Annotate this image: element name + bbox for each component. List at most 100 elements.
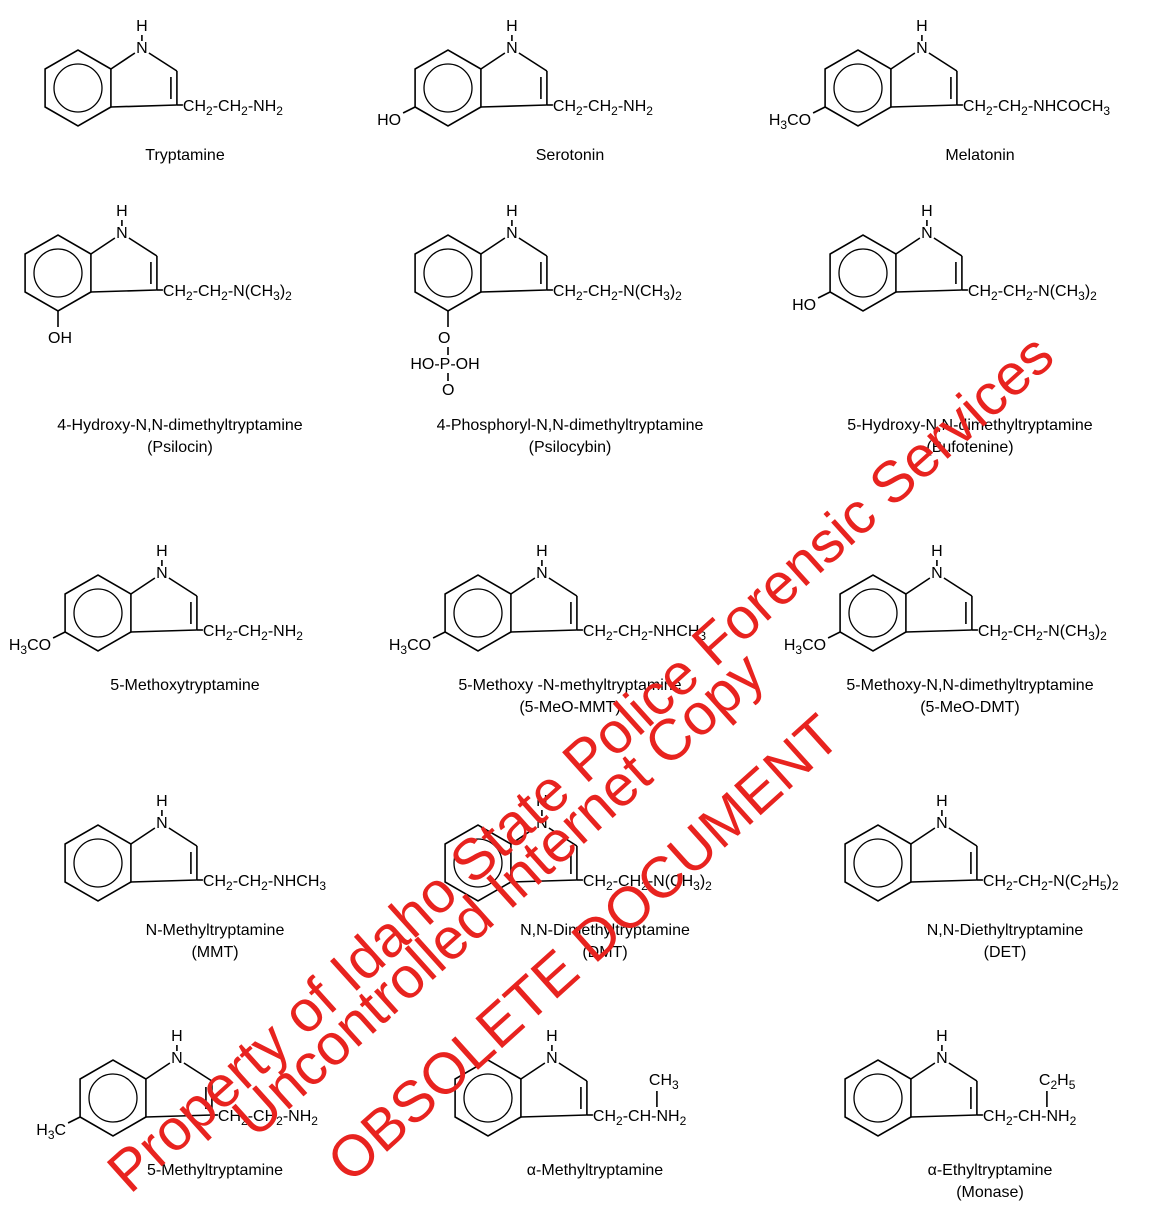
aromatic-circle xyxy=(73,588,123,638)
side-chain-label: CH2​-CH2​-N(CH3​)2​ xyxy=(163,283,292,303)
aromatic-circle xyxy=(423,248,473,298)
side-chain-label: CH2​-CH2​-NHCH3​ xyxy=(203,873,326,893)
compound-name: 5-Methoxy-N,N-dimethyltryptamine xyxy=(846,677,1093,694)
compound-melatonin: NH CH2​-CH2​-NHCOCH3​ H3​CO Melatonin xyxy=(769,18,1111,164)
ring-substituent-label: H3​CO xyxy=(389,637,431,657)
compound-name: Melatonin xyxy=(945,147,1014,164)
hydrogen-atom: H xyxy=(916,18,928,35)
hydrogen-atom: H xyxy=(136,18,148,35)
compound-alias: (DMT) xyxy=(582,944,627,961)
bond xyxy=(928,52,958,72)
bond xyxy=(510,629,577,633)
bond xyxy=(910,827,936,845)
bond xyxy=(183,1062,213,1082)
side-chain-label: CH2​-CH2​-NHCOCH3​ xyxy=(963,98,1110,118)
compound-5-meo-dmt: NHCH2​-CH2​-N(CH3​)2​H3​CO5-Methoxy-N,N-… xyxy=(784,543,1107,716)
benzene-ring xyxy=(829,234,897,312)
aromatic-circle xyxy=(848,588,898,638)
bond xyxy=(90,289,157,293)
nitrogen-atom: N xyxy=(506,225,518,242)
bond xyxy=(520,1062,546,1080)
compound-name: Tryptamine xyxy=(145,147,225,164)
bond xyxy=(480,104,547,108)
bond xyxy=(148,52,178,72)
bond xyxy=(890,52,916,70)
ring-substituent-label: HO xyxy=(792,297,816,314)
bond xyxy=(510,577,536,595)
compound-name: N,N-Diethyltryptamine xyxy=(927,922,1084,939)
bond xyxy=(558,1062,588,1082)
benzene-ring xyxy=(824,49,892,127)
hydrogen-atom: H xyxy=(936,793,948,810)
benzene-ring xyxy=(839,574,907,652)
side-chain-label: CH2​-CH2​-NH2​ xyxy=(553,98,653,118)
bond xyxy=(168,577,198,597)
hydrogen-atom: H xyxy=(931,543,943,560)
compound-name: N,N-Dimethyltryptamine xyxy=(520,922,690,939)
bond xyxy=(510,827,536,845)
bond xyxy=(145,1114,212,1118)
benzene-ring xyxy=(844,824,912,902)
benzene-ring xyxy=(414,49,482,127)
side-chain-label: CH2​-CH-NH2​ xyxy=(983,1108,1077,1128)
side-chain-label: CH2​-CH2​-N(C2​H5​)2​ xyxy=(983,873,1119,893)
aromatic-circle xyxy=(853,1073,903,1123)
bond xyxy=(548,827,578,847)
hydrogen-atom: H xyxy=(506,18,518,35)
bond xyxy=(895,237,921,255)
aromatic-circle xyxy=(463,1073,513,1123)
ring-substituent-label: H3​CO xyxy=(784,637,826,657)
nitrogen-atom: N xyxy=(916,40,928,57)
compound-psilocybin: NHCH2​-CH2​-N(CH3​)2​OHO-P-OHO4-Phosphor… xyxy=(410,203,703,456)
aromatic-circle xyxy=(73,838,123,888)
bond xyxy=(480,237,506,255)
bond xyxy=(910,1114,977,1118)
bond xyxy=(130,577,156,595)
nitrogen-atom: N xyxy=(156,565,168,582)
bond xyxy=(510,879,577,883)
hydrogen-atom: H xyxy=(536,793,548,810)
compound-dmt: NHCH2​-CH2​-N(CH3​)2​N,N-Dimethyltryptam… xyxy=(444,793,712,961)
bond xyxy=(943,577,973,597)
compound-a-ethyltryptamine: NHCH2​-CH-NH2​C2​H5​α-Ethyltryptamine(Mo… xyxy=(844,1028,1077,1201)
hydrogen-atom: H xyxy=(921,203,933,220)
compound-alias: (5-MeO-MMT) xyxy=(519,699,620,716)
benzene-ring xyxy=(444,574,512,652)
bond xyxy=(948,1062,978,1082)
side-chain-label: CH2​-CH2​-NHCH3​ xyxy=(583,623,706,643)
hydrogen-atom: H xyxy=(156,543,168,560)
substituent-bond xyxy=(402,106,416,114)
compound-name: N-Methyltryptamine xyxy=(146,922,285,939)
ring-substituent-label: O xyxy=(438,330,450,347)
bond xyxy=(548,577,578,597)
bond xyxy=(948,827,978,847)
benzene-ring xyxy=(844,1059,912,1137)
compound-name: α-Methyltryptamine xyxy=(527,1162,664,1179)
compound-psilocin: NHCH2​-CH2​-N(CH3​)2​OH4-Hydroxy-N,N-dim… xyxy=(24,203,303,456)
compound-alias: (Psilocybin) xyxy=(529,439,612,456)
bond xyxy=(110,104,177,108)
compound-name: α-Ethyltryptamine xyxy=(928,1162,1053,1179)
compound-alias: (DET) xyxy=(984,944,1027,961)
benzene-ring xyxy=(414,234,482,312)
bond xyxy=(130,629,197,633)
bond xyxy=(110,52,136,70)
side-chain-label: CH2​-CH2​-NH2​ xyxy=(218,1108,318,1128)
compound-alias: (MMT) xyxy=(191,944,238,961)
aromatic-circle xyxy=(453,588,503,638)
compound-alias: (Monase) xyxy=(956,1184,1024,1201)
nitrogen-atom: N xyxy=(156,815,168,832)
ring-substituent-label: OH xyxy=(48,330,72,347)
bond xyxy=(518,52,548,72)
ring-substituent-label: H3​CO xyxy=(769,112,811,132)
hydrogen-atom: H xyxy=(546,1028,558,1045)
alpha-substituent-label: C2​H5​ xyxy=(1039,1072,1076,1092)
nitrogen-atom: N xyxy=(546,1050,558,1067)
aromatic-circle xyxy=(33,248,83,298)
hydrogen-atom: H xyxy=(171,1028,183,1045)
nitrogen-atom: N xyxy=(921,225,933,242)
